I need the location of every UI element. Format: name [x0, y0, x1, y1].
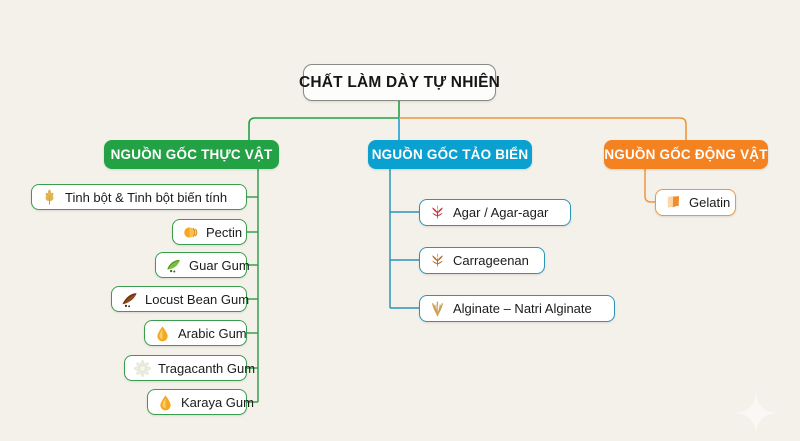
gelatin-sheet-icon [667, 196, 680, 209]
leaf-node-tragacanth-gum-label: Tragacanth Gum [158, 360, 256, 376]
leaf-node-tragacanth-gum[interactable]: Tragacanth Gum [124, 355, 255, 381]
leaf-node-guar-gum[interactable]: Guar Gum [155, 252, 250, 278]
amber-droplet-icon [157, 325, 168, 341]
branch-header-animal[interactable]: NGUỒN GỐC ĐỘNG VẬT [604, 140, 768, 169]
red-coral-icon [431, 204, 444, 220]
leaf-node-carrageenan-label: Carrageenan [453, 253, 529, 268]
root-label: CHẤT LÀM DÀY TỰ NHIÊN [298, 73, 501, 91]
leaf-node-arabic-gum-label: Arabic Gum [178, 325, 247, 341]
branch-header-plant-label: NGUỒN GỐC THỰC VẬT [110, 147, 273, 162]
leaf-node-pectin-label: Pectin [206, 224, 243, 240]
white-flower-icon [133, 359, 152, 377]
leaf-node-arabic-gum[interactable]: Arabic Gum [144, 320, 247, 346]
leaf-node-agar[interactable]: Agar / Agar-agar [419, 199, 571, 226]
carob-pod-icon [122, 292, 137, 307]
branch-header-animal-label: NGUỒN GỐC ĐỘNG VẬT [604, 147, 768, 162]
leaf-node-karaya-gum-label: Karaya Gum [181, 394, 254, 410]
root-node[interactable]: CHẤT LÀM DÀY TỰ NHIÊN [299, 64, 500, 101]
leaf-node-gelatin[interactable]: Gelatin [655, 189, 736, 216]
sparkle-watermark [735, 392, 777, 434]
orange-slices-icon [184, 226, 198, 238]
leaf-node-carrageenan[interactable]: Carrageenan [419, 247, 545, 274]
leaf-node-alginate-label: Alginate – Natri Alginate [453, 301, 592, 316]
green-pod-icon [167, 259, 180, 273]
leaf-node-locust-bean-gum[interactable]: Locust Bean Gum [111, 286, 250, 312]
leaf-node-locust-bean-gum-label: Locust Bean Gum [145, 291, 250, 307]
wheat-icon [45, 189, 54, 205]
leaf-node-karaya-gum[interactable]: Karaya Gum [147, 389, 254, 415]
leaf-node-alginate[interactable]: Alginate – Natri Alginate [419, 295, 615, 322]
branch-header-algae[interactable]: NGUỒN GỐC TẢO BIỂN [368, 140, 532, 169]
amber-droplet-icon [160, 394, 171, 410]
branch-header-plant[interactable]: NGUỒN GỐC THỰC VẬT [104, 140, 279, 169]
branch-header-algae-label: NGUỒN GỐC TẢO BIỂN [371, 147, 529, 162]
leaf-node-starch-label: Tinh bột & Tinh bột biến tính [65, 189, 228, 205]
leaf-node-starch[interactable]: Tinh bột & Tinh bột biến tính [31, 184, 247, 210]
leaf-node-gelatin-label: Gelatin [689, 195, 731, 210]
leaf-node-pectin[interactable]: Pectin [172, 219, 247, 245]
leaf-node-guar-gum-label: Guar Gum [189, 257, 250, 273]
leaf-node-agar-label: Agar / Agar-agar [453, 205, 549, 220]
brown-coral-icon [431, 252, 444, 268]
tan-seaweed-icon [432, 301, 443, 317]
